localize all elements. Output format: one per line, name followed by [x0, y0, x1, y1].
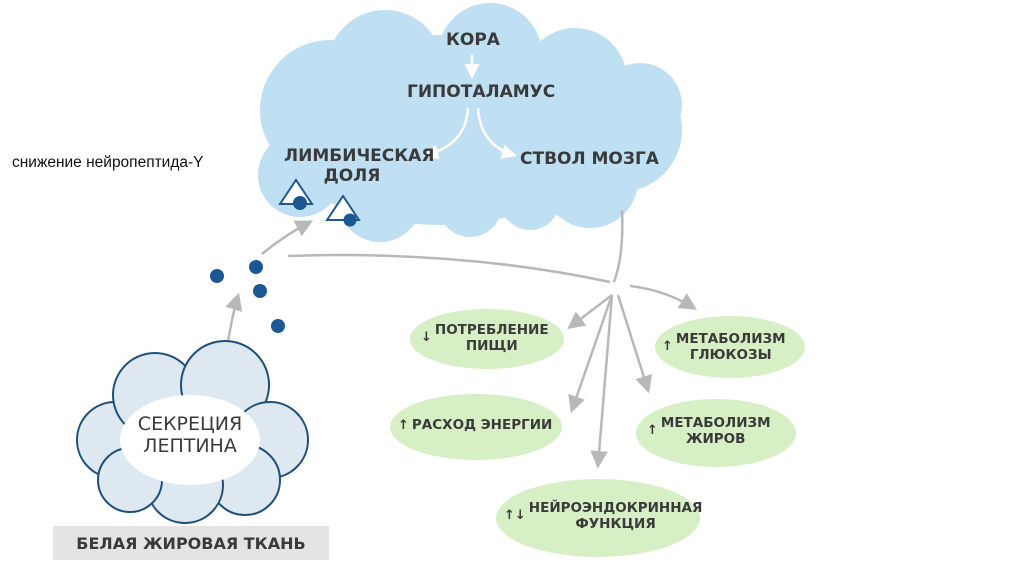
increase-arrow-icon: ↑ [398, 418, 409, 433]
glucose-line-2: ГЛЮКОЗЫ [689, 346, 772, 363]
neuro-line-2: ФУНКЦИЯ [575, 515, 656, 532]
hypothalamus-label: ГИПОТАЛАМУС [407, 82, 556, 102]
fat-line-1: МЕТАБОЛИЗМ [660, 415, 771, 431]
food-line-1: ПОТРЕБЛЕНИЕ [434, 322, 549, 338]
effect-energy-expenditure: ↑РАСХОД ЭНЕРГИИ [398, 417, 553, 434]
effect-fat-metabolism: ↑ МЕТАБОЛИЗМ ЖИРОВ [647, 415, 771, 447]
effect-ellipses [390, 309, 805, 557]
increase-arrow-icon: ↑ [647, 423, 658, 439]
receptor-icons [278, 178, 361, 227]
glucose-line-1: МЕТАБОЛИЗМ [675, 331, 786, 347]
neuro-line-1: НЕЙРОЭНДОКРИННАЯ [528, 500, 703, 516]
fat-line-2: ЖИРОВ [685, 430, 746, 447]
up-down-arrow-icon: ↑↓ [504, 508, 526, 524]
leptin-line-2: ЛЕПТИНА [143, 434, 237, 457]
brainstem-label: СТВОЛ МОЗГА [520, 149, 659, 169]
effect-food-intake: ↓ ПОТРЕБЛЕНИЕ ПИЩИ [421, 322, 549, 354]
effect-glucose-metabolism: ↑ МЕТАБОЛИЗМ ГЛЮКОЗЫ [662, 331, 786, 363]
limbic-line-1: ЛИМБИЧЕСКАЯ [284, 146, 435, 166]
leptin-label: СЕКРЕЦИЯ ЛЕПТИНА [128, 413, 252, 458]
limbic-label: ЛИМБИЧЕСКАЯ ДОЛЯ [284, 146, 435, 186]
cortex-label: КОРА [446, 30, 500, 50]
signal-arrows [223, 209, 697, 469]
brain-arrows [423, 55, 517, 160]
white-fat-tissue-label: БЕЛАЯ ЖИРОВАЯ ТКАНЬ [53, 526, 329, 560]
energy-line-1: РАСХОД ЭНЕРГИИ [411, 417, 553, 433]
leptin-dots [210, 260, 285, 333]
fat-cloud-core [120, 395, 260, 485]
decrease-arrow-icon: ↓ [421, 330, 432, 346]
limbic-line-2: ДОЛЯ [323, 165, 381, 186]
leptin-line-1: СЕКРЕЦИЯ [137, 413, 243, 435]
effect-neuroendocrine: ↑↓ НЕЙРОЭНДОКРИННАЯ ФУНКЦИЯ [504, 500, 703, 532]
increase-arrow-icon: ↑ [662, 339, 673, 355]
neuropeptide-note: снижение нейропептида-Y [12, 154, 204, 171]
brain-cloud [258, 3, 682, 242]
food-line-2: ПИЩИ [465, 337, 518, 354]
